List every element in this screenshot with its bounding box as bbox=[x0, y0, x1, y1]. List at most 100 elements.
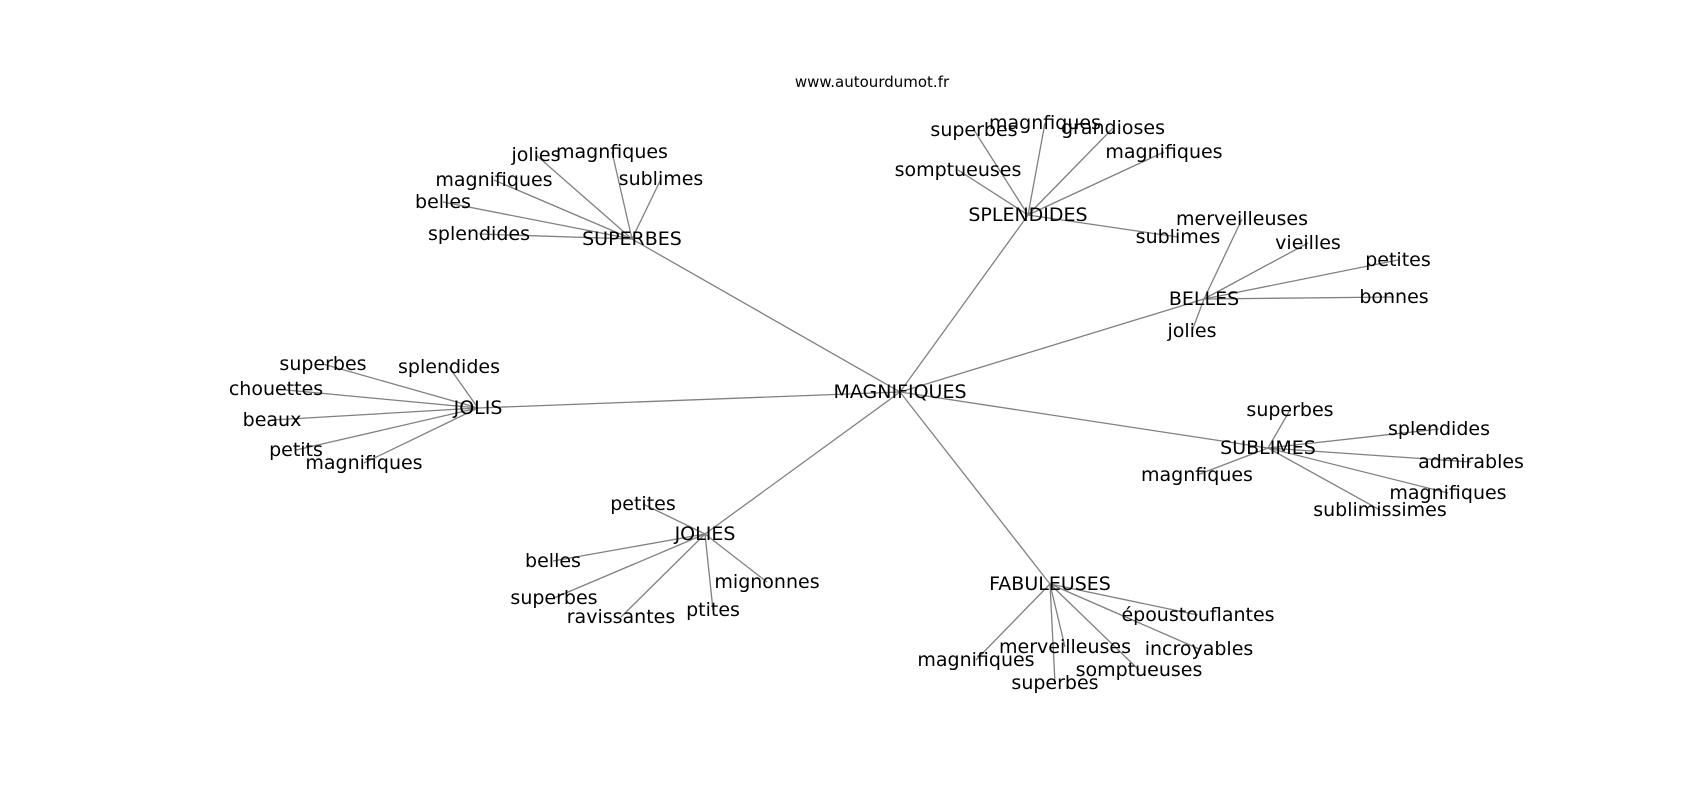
leaf-word-label: ptites bbox=[686, 599, 740, 621]
edge-sublimes-leaf bbox=[1267, 447, 1381, 511]
leaf-word-label: splendides bbox=[428, 223, 530, 245]
leaf-word-label: bonnes bbox=[1359, 286, 1428, 308]
edge-jolis-leaf bbox=[322, 363, 479, 409]
edge-center-superbes bbox=[631, 238, 901, 393]
leaf-word-label: époustouflantes bbox=[1121, 604, 1274, 626]
edge-center-jolies bbox=[704, 391, 901, 535]
leaf-word-label: petites bbox=[610, 493, 676, 515]
leaf-word-label: splendides bbox=[398, 356, 500, 378]
leaf-word-label: incroyables bbox=[1145, 638, 1254, 660]
edge-jolis-leaf bbox=[271, 407, 479, 421]
edge-jolies-leaf bbox=[552, 533, 706, 562]
leaf-word-label: merveilleuses bbox=[999, 636, 1131, 658]
edge-belles-leaf bbox=[1191, 298, 1205, 332]
hub-word-label: SUPERBES bbox=[582, 228, 682, 250]
edge-belles-leaf bbox=[1203, 259, 1399, 300]
leaf-word-label: sublimissimes bbox=[1313, 499, 1447, 521]
leaf-word-label: chouettes bbox=[229, 378, 323, 400]
leaf-word-label: sublimes bbox=[619, 168, 704, 190]
graph-edges bbox=[271, 122, 1472, 684]
leaf-word-label: admirables bbox=[1418, 451, 1524, 473]
leaf-word-label: magnifiques bbox=[1105, 141, 1222, 163]
leaf-word-label: superbes bbox=[510, 587, 597, 609]
edge-jolis-leaf bbox=[448, 366, 479, 409]
edge-fabuleuses-leaf bbox=[1049, 583, 1066, 648]
leaf-word-label: merveilleuses bbox=[1176, 208, 1308, 230]
leaf-word-label: ravissantes bbox=[567, 606, 676, 628]
edge-superbes-leaf bbox=[535, 154, 633, 240]
center-word-label: MAGNIFIQUES bbox=[833, 381, 966, 403]
leaf-word-label: magnifiques bbox=[917, 649, 1034, 671]
edge-center-sublimes bbox=[899, 391, 1269, 449]
leaf-word-label: magnifiques bbox=[305, 452, 422, 474]
hub-word-label: FABULEUSES bbox=[989, 573, 1111, 595]
leaf-word-label: somptueuses bbox=[895, 159, 1022, 181]
edge-jolies-leaf bbox=[553, 533, 706, 599]
edge-belles-leaf bbox=[1203, 218, 1243, 300]
edge-superbes-leaf bbox=[611, 151, 633, 240]
hub-word-label: BELLES bbox=[1169, 288, 1239, 310]
leaf-word-label: sublimes bbox=[1136, 226, 1221, 248]
leaf-word-label: somptueuses bbox=[1076, 659, 1203, 681]
edge-jolis-leaf bbox=[363, 407, 479, 464]
edge-fabuleuses-leaf bbox=[1049, 583, 1056, 684]
leaf-word-label: jolies bbox=[510, 144, 560, 166]
edge-sublimes-leaf bbox=[1267, 447, 1472, 463]
leaf-word-label: magnifiques bbox=[1389, 482, 1506, 504]
edge-center-splendides bbox=[899, 214, 1029, 393]
edge-fabuleuses-leaf bbox=[1049, 583, 1140, 671]
edge-superbes-leaf bbox=[478, 233, 633, 240]
hub-word-label: JOLIS bbox=[453, 397, 503, 419]
edge-center-belles bbox=[899, 298, 1205, 393]
edge-splendides-leaf bbox=[1027, 127, 1114, 216]
leaf-word-label: mignonnes bbox=[714, 571, 819, 593]
edge-fabuleuses-leaf bbox=[1049, 583, 1199, 616]
edge-splendides-leaf bbox=[1027, 214, 1179, 238]
edge-center-jolis bbox=[477, 391, 901, 409]
leaf-word-label: grandioses bbox=[1061, 117, 1165, 139]
edge-center-fabuleuses bbox=[899, 391, 1051, 585]
leaf-word-label: belles bbox=[415, 191, 471, 213]
edge-sublimes-leaf bbox=[1267, 409, 1291, 449]
edge-superbes-leaf bbox=[493, 179, 633, 240]
leaf-word-label: magnfiques bbox=[989, 112, 1101, 134]
edge-jolis-leaf bbox=[275, 388, 479, 409]
edge-splendides-leaf bbox=[1027, 122, 1046, 216]
edge-sublimes-leaf bbox=[1267, 428, 1440, 449]
hub-word-label: JOLIES bbox=[674, 523, 736, 545]
edge-splendides-leaf bbox=[973, 129, 1029, 216]
leaf-word-label: splendides bbox=[1388, 418, 1490, 440]
leaf-word-label: superbes bbox=[930, 119, 1017, 141]
edge-sublimes-leaf bbox=[1267, 447, 1449, 494]
edge-superbes-leaf bbox=[442, 201, 633, 240]
leaf-word-label: superbes bbox=[1011, 672, 1098, 694]
edge-jolies-leaf bbox=[704, 533, 714, 611]
edge-splendides-leaf bbox=[1027, 151, 1165, 216]
edge-sublimes-leaf bbox=[1196, 447, 1269, 476]
edge-belles-leaf bbox=[1203, 296, 1395, 300]
leaf-word-label: vieilles bbox=[1275, 232, 1341, 254]
hub-word-label: SPLENDIDES bbox=[968, 204, 1087, 226]
edge-belles-leaf bbox=[1203, 242, 1309, 300]
edge-jolies-leaf bbox=[620, 533, 706, 618]
leaf-word-label: belles bbox=[525, 550, 581, 572]
graph-labels: MAGNIFIQUESSUPERBESjoliesmagnfiquessubli… bbox=[229, 112, 1524, 694]
leaf-word-label: superbes bbox=[279, 353, 366, 375]
leaf-word-label: petites bbox=[1365, 249, 1431, 271]
edge-fabuleuses-leaf bbox=[975, 583, 1051, 661]
edge-jolis-leaf bbox=[295, 407, 479, 451]
edge-splendides-leaf bbox=[957, 169, 1029, 216]
leaf-word-label: superbes bbox=[1246, 399, 1333, 421]
leaf-word-label: jolies bbox=[1166, 320, 1216, 342]
leaf-word-label: magnifiques bbox=[435, 169, 552, 191]
leaf-word-label: beaux bbox=[243, 409, 302, 431]
leaf-word-label: magnfiques bbox=[556, 141, 668, 163]
hub-word-label: SUBLIMES bbox=[1220, 437, 1316, 459]
edge-jolies-leaf bbox=[642, 503, 706, 535]
leaf-word-label: petits bbox=[269, 439, 323, 461]
edge-fabuleuses-leaf bbox=[1049, 583, 1200, 650]
source-label: www.autourdumot.fr bbox=[795, 73, 950, 91]
leaf-word-label: magnfiques bbox=[1141, 464, 1253, 486]
edge-jolies-leaf bbox=[704, 533, 768, 583]
